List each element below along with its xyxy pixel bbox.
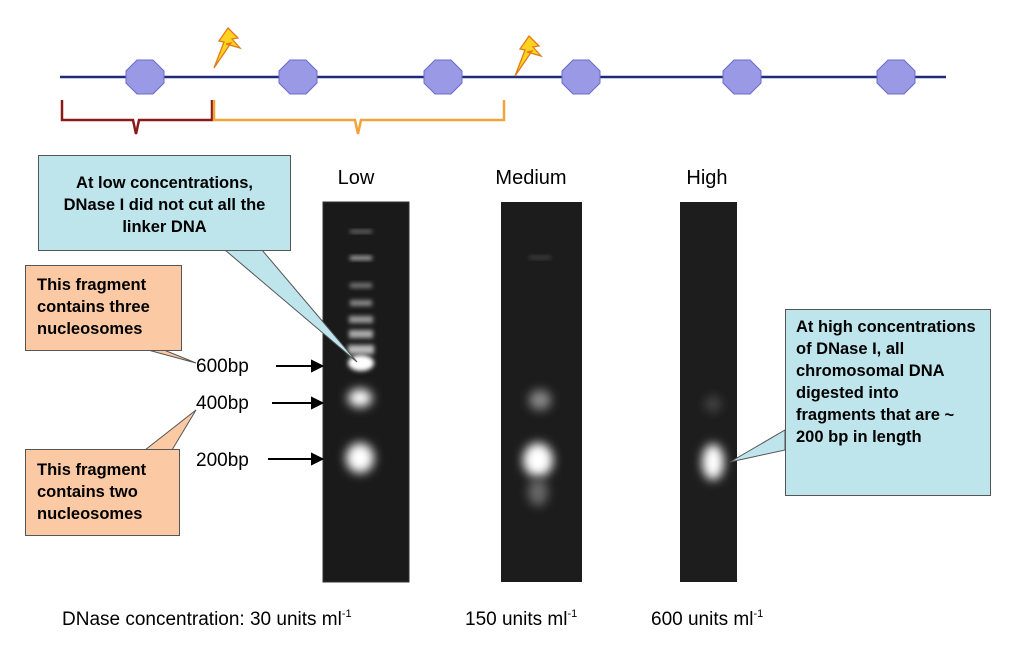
callout-two-nucleosomes-text: This fragment contains two nucleosomes <box>37 461 147 523</box>
lightning-icon <box>514 34 543 77</box>
exponent: -1 <box>567 608 578 620</box>
band-400bp <box>348 389 372 407</box>
gel-lane-low <box>322 201 410 583</box>
bracket-single <box>60 100 214 135</box>
bp-label-200: 200bp <box>196 450 249 471</box>
lane-label-high: High <box>686 167 728 189</box>
callout-tail-two <box>143 409 197 451</box>
bp-label-400: 400bp <box>196 393 249 414</box>
bp-label-600: 600bp <box>196 356 249 377</box>
exponent: -1 <box>753 608 764 620</box>
callout-high-concentration: At high concentrations of DNase I, all c… <box>785 309 991 496</box>
callout-two-nucleosomes: This fragment contains two nucleosomes <box>25 449 180 536</box>
arrowhead <box>311 396 325 410</box>
concentration-medium: 150 units ml-1 <box>465 608 577 631</box>
callout-low-concentration: At low concentrations, DNase I did not c… <box>38 155 291 251</box>
callout-high-concentration-text: At high concentrations of DNase I, all c… <box>796 318 976 446</box>
concentration-high: 600 units ml-1 <box>651 608 763 631</box>
nucleosome <box>876 59 916 95</box>
bracket-double <box>212 100 506 135</box>
nucleosome <box>561 59 601 95</box>
callout-three-nucleosomes: This fragment contains three nucleosomes <box>25 265 182 351</box>
nucleosome <box>423 59 463 95</box>
lightning-icon <box>213 26 242 69</box>
nucleosome <box>722 59 762 95</box>
callout-three-nucleosomes-text: This fragment contains three nucleosomes <box>37 276 150 338</box>
band-200bp <box>346 443 374 473</box>
nucleosome <box>125 59 165 95</box>
concentration-low-text: DNase concentration: 30 units ml <box>62 609 342 630</box>
lane-label-medium: Medium <box>495 167 567 189</box>
gel-lane-high <box>680 202 737 582</box>
gel-lane-medium <box>501 202 582 582</box>
arrowhead <box>311 359 325 373</box>
concentration-high-text: 600 units ml <box>651 609 754 630</box>
nucleosome <box>278 59 318 95</box>
arrowhead <box>311 452 325 466</box>
callout-tail-high <box>729 429 786 463</box>
exponent: -1 <box>341 608 352 620</box>
callout-tail-three <box>147 349 197 364</box>
concentration-medium-text: 150 units ml <box>465 609 568 630</box>
concentration-low: DNase concentration: 30 units ml-1 <box>62 608 352 631</box>
callout-low-concentration-text: At low concentrations, DNase I did not c… <box>63 174 266 236</box>
lane-label-low: Low <box>337 167 375 189</box>
